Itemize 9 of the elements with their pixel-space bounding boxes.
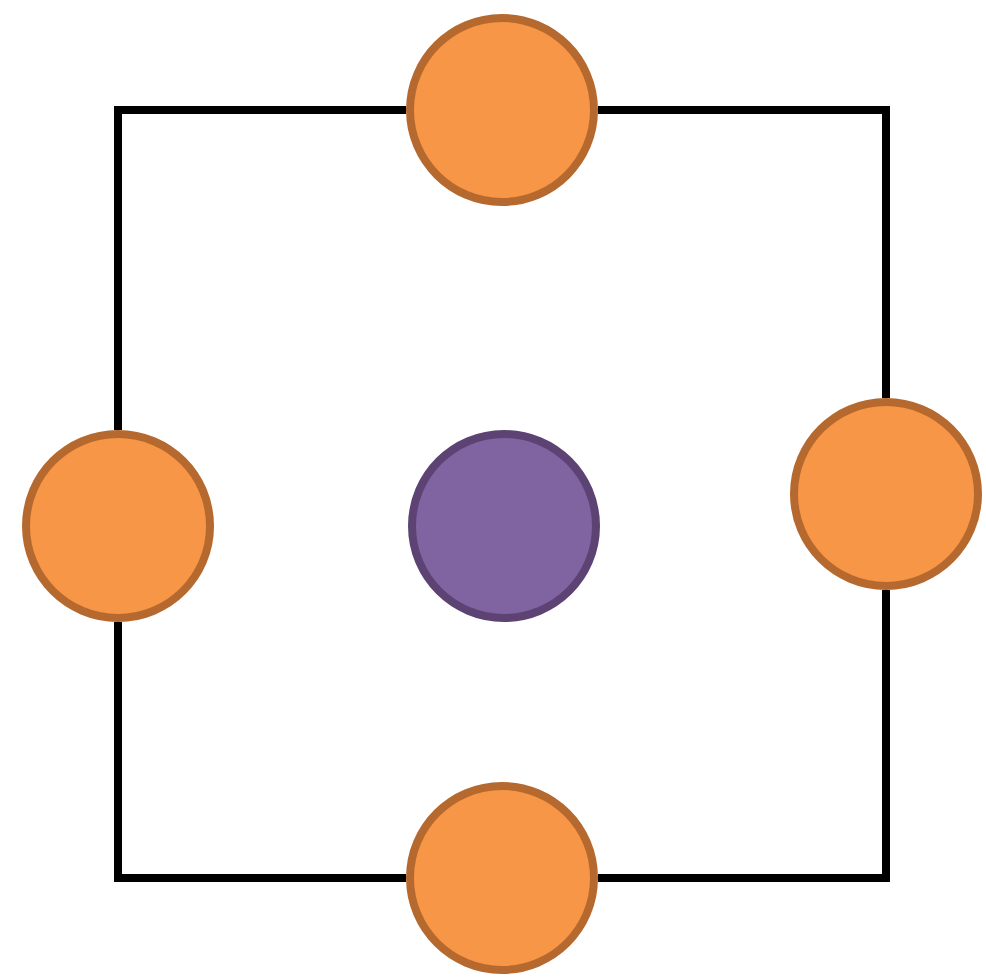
connector-line <box>114 106 406 430</box>
circle <box>22 430 214 622</box>
connector-line <box>598 106 890 398</box>
connector-line <box>598 590 890 882</box>
circle <box>790 398 982 590</box>
circle <box>406 782 598 974</box>
connector-line <box>114 622 406 882</box>
circle <box>406 14 598 206</box>
circle <box>408 430 600 622</box>
